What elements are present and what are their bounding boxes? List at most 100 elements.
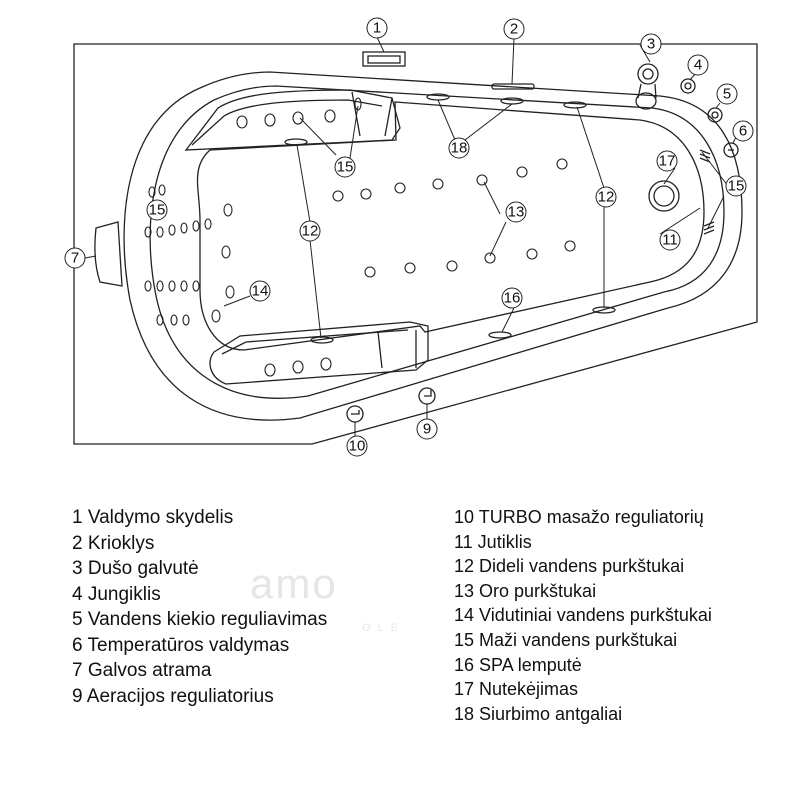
medium-water-jet (223, 203, 233, 217)
small-water-jet (354, 97, 362, 111)
legend-item: 5 Vandens kiekio reguliavimas (72, 609, 328, 630)
small-water-jet (264, 113, 276, 127)
callout-circle-2 (503, 18, 525, 40)
control-panel (362, 51, 406, 67)
medium-water-jet (225, 285, 235, 299)
callout-circle-13 (505, 201, 527, 223)
large-water-jet (310, 336, 334, 344)
callout-circle-6 (732, 120, 754, 142)
air-jet (360, 188, 372, 200)
small-water-jet (324, 109, 336, 123)
callout-circle-16 (501, 287, 523, 309)
temperature-control (723, 142, 739, 158)
small-water-jet (264, 363, 276, 377)
callout-12a: 12 (302, 223, 319, 240)
callout-circle-14 (249, 280, 271, 302)
tub-outer-rim (123, 71, 743, 421)
callout-13: 13 (508, 204, 525, 221)
callout-circle-1 (366, 17, 388, 39)
switch-control (680, 78, 696, 94)
upper-seat (184, 89, 401, 151)
legend-item: 11 Jutiklis (454, 531, 532, 552)
callout-5: 5 (723, 86, 731, 103)
tub-inner-rim (149, 85, 725, 399)
callout-circle-17 (656, 150, 678, 172)
legend-item: 16 SPA lemputė (454, 654, 582, 675)
legend-item: 13 Oro purkštukai (454, 580, 597, 601)
callout-15b: 15 (149, 202, 166, 219)
legend-item: 7 Galvos atrama (72, 660, 212, 681)
air-jet (484, 252, 496, 264)
air-jet (364, 266, 376, 278)
air-jet (516, 166, 528, 178)
suction-nozzle (500, 97, 524, 105)
callout-circle-18 (448, 137, 470, 159)
legend-item: 12 Dideli vandens purkštukai (454, 556, 685, 577)
tub-basin (196, 101, 705, 351)
callout-17: 17 (659, 153, 676, 170)
legend-item: 6 Temperatūros valdymas (72, 634, 290, 656)
air-jet (556, 158, 568, 170)
callout-4: 4 (694, 57, 702, 74)
air-jet (432, 178, 444, 190)
large-water-jet (284, 138, 308, 146)
callout-12b: 12 (598, 189, 615, 206)
air-jet (446, 260, 458, 272)
bathtub-diagram: 1 2 3 4 5 6 7 9 10 11 12 12 13 14 15 15 … (64, 17, 758, 457)
air-jet (564, 240, 576, 252)
waterfall (491, 83, 535, 90)
callout-15c: 15 (728, 178, 745, 195)
callout-circle-11 (659, 229, 681, 251)
callout-11: 11 (662, 232, 678, 249)
legend-item: 3 Dušo galvutė (72, 558, 199, 579)
callout-18: 18 (451, 140, 468, 157)
callout-circle-12a (299, 220, 321, 242)
legend-right-column: 10 TURBO masažo reguliatorių 11 Jutiklis… (454, 505, 712, 726)
callout-3: 3 (647, 36, 655, 53)
watermark-subtext: OLE (362, 622, 406, 634)
callout-9: 9 (423, 421, 431, 438)
callout-circle-9 (416, 418, 438, 440)
callout-2: 2 (510, 21, 518, 38)
medium-water-jet (211, 309, 221, 323)
legend-left-column: 1 Valdymo skydelis 2 Krioklys 3 Dušo gal… (72, 505, 327, 709)
legend-item: 2 Krioklys (72, 532, 155, 554)
legend-item: 10 TURBO masažo reguliatorių (454, 507, 704, 527)
small-water-jet-cluster (144, 184, 212, 326)
air-jet (526, 248, 538, 260)
callout-circle-5 (716, 83, 738, 105)
callout-circle-15a (334, 156, 356, 178)
legend-item: 15 Maži vandens purkštukai (454, 629, 678, 650)
callout-15a: 15 (337, 159, 354, 176)
callout-circle-15b (146, 199, 168, 221)
callout-10: 10 (349, 438, 366, 455)
small-water-jet (320, 357, 332, 371)
air-jet (394, 182, 406, 194)
callout-circle-4 (687, 54, 709, 76)
callout-circle-12b (595, 186, 617, 208)
lower-seat (209, 321, 429, 385)
callout-circle-10 (346, 435, 368, 457)
legend-item: 17 Nutekėjimas (454, 679, 579, 700)
callout-6: 6 (739, 123, 747, 140)
callout-circle-15c (725, 175, 747, 197)
callout-14: 14 (252, 283, 269, 300)
legend-item: 14 Vidutiniai vandens purkštukai (454, 605, 712, 626)
shower-head (637, 63, 659, 85)
medium-water-jet (221, 245, 231, 259)
legend-item: 1 Valdymo skydelis (72, 507, 234, 528)
legend-item: 9 Aeracijos reguliatorius (72, 685, 274, 707)
callout-7: 7 (71, 250, 79, 267)
suction-nozzle (563, 101, 587, 109)
callout-1: 1 (373, 20, 381, 37)
small-water-jet (292, 360, 304, 374)
legend-item: 18 Siurbimo antgaliai (454, 703, 623, 724)
small-water-jet (236, 115, 248, 129)
callout-circle-7 (64, 247, 86, 269)
headrest (94, 221, 123, 287)
air-jet (404, 262, 416, 274)
air-jet (332, 190, 344, 202)
callout-circle-3 (640, 33, 662, 55)
callout-16: 16 (504, 290, 521, 307)
drain (648, 180, 680, 212)
